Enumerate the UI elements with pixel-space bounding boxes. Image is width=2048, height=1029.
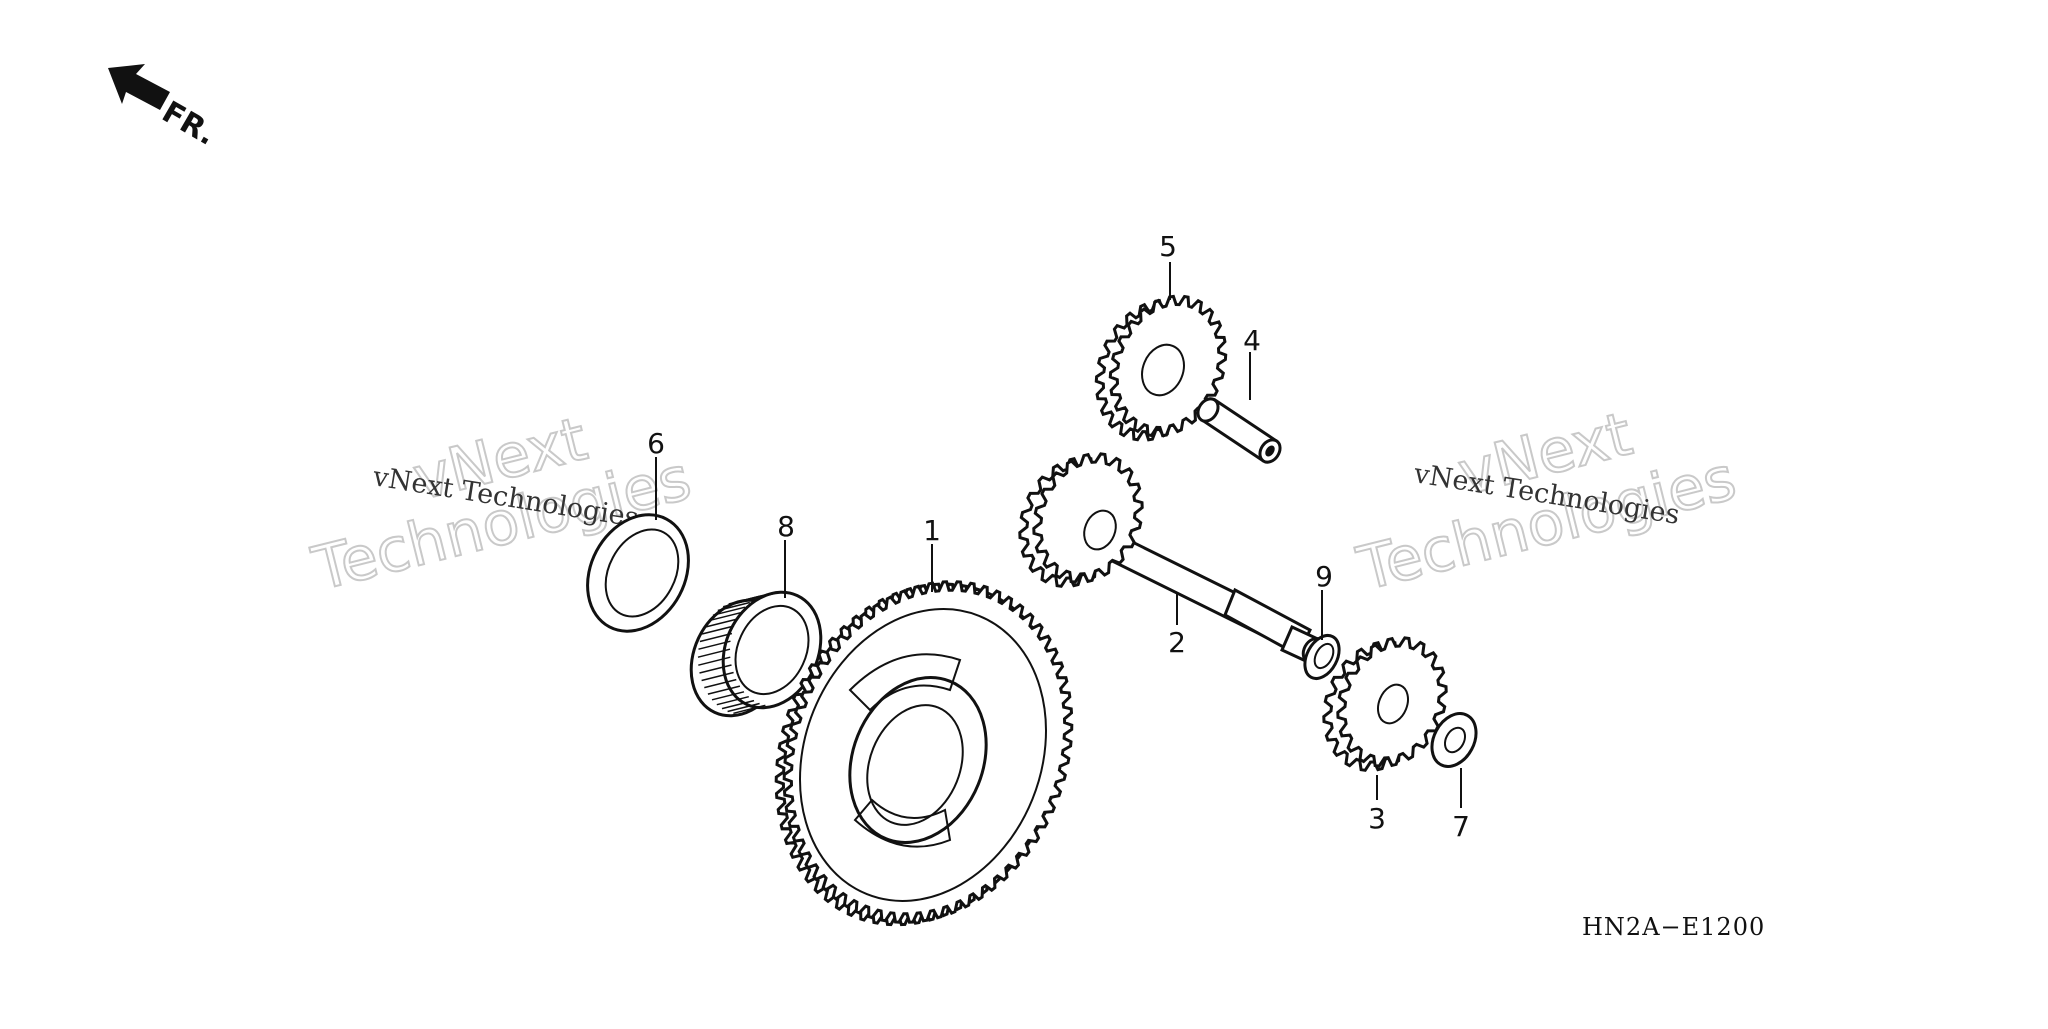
bearing-roller [707, 685, 741, 695]
part-5-idle-gear [1094, 294, 1228, 442]
bearing-roller [701, 625, 735, 635]
gear-3-teeth [1322, 636, 1448, 772]
callout-2: 2 [1168, 626, 1186, 659]
gear5-teeth-front-face [1108, 294, 1228, 438]
bearing-roller [708, 611, 741, 622]
gear2-teeth-front-face [1032, 452, 1144, 584]
bearing-roller [704, 678, 737, 689]
callout-5: 5 [1159, 230, 1177, 263]
gear3-teeth-front-face [1336, 636, 1448, 768]
callout-8: 8 [777, 510, 795, 543]
bearing-roller [704, 618, 738, 628]
front-direction-arrow-icon: FR. [108, 64, 222, 153]
callout-6: 6 [647, 427, 665, 460]
callout-3: 3 [1368, 802, 1386, 835]
callout-4: 4 [1243, 324, 1261, 357]
bearing-roller [740, 593, 773, 603]
callout-7: 7 [1452, 810, 1470, 843]
part-1-starter-driven-gear [774, 580, 1074, 927]
bearing-roller [733, 704, 766, 715]
leader-lines [655, 262, 1462, 808]
part-6-seal-ring [586, 513, 690, 633]
part-3-small-gear [1322, 636, 1448, 772]
callout-9: 9 [1315, 560, 1333, 593]
part-4-pin [1196, 397, 1282, 464]
bearing-roller [721, 699, 755, 710]
part-9-circlip [1303, 634, 1341, 680]
bearing-roller [699, 664, 732, 674]
bearing-roller [697, 648, 731, 658]
watermark-right: vNext Technologies vNext Technologies [1350, 398, 1744, 606]
drawing-code: HN2A−E1200 [1582, 913, 1765, 941]
bearing-roller [698, 656, 731, 666]
part-2-shaft-gear [1018, 452, 1327, 665]
bearing-roller [712, 606, 746, 616]
callouts: 1 2 3 4 5 6 7 8 9 [647, 230, 1470, 843]
bearing-roller [717, 601, 750, 612]
callout-1: 1 [923, 514, 941, 547]
bearing-roller [727, 702, 760, 713]
bearing-roller [734, 593, 767, 604]
part-7-washer [1430, 712, 1478, 768]
part-8-needle-bearing [689, 590, 823, 718]
bearing-roller [699, 632, 733, 643]
gear-2-teeth [1018, 452, 1144, 588]
bearing-roller [698, 640, 731, 650]
bearing-roller [716, 695, 749, 706]
bearing-rollers [697, 593, 773, 715]
front-direction-label: FR. [156, 95, 222, 153]
gear-5-teeth [1094, 294, 1228, 442]
bearing-roller [701, 671, 734, 682]
bearing-roller [711, 691, 745, 701]
